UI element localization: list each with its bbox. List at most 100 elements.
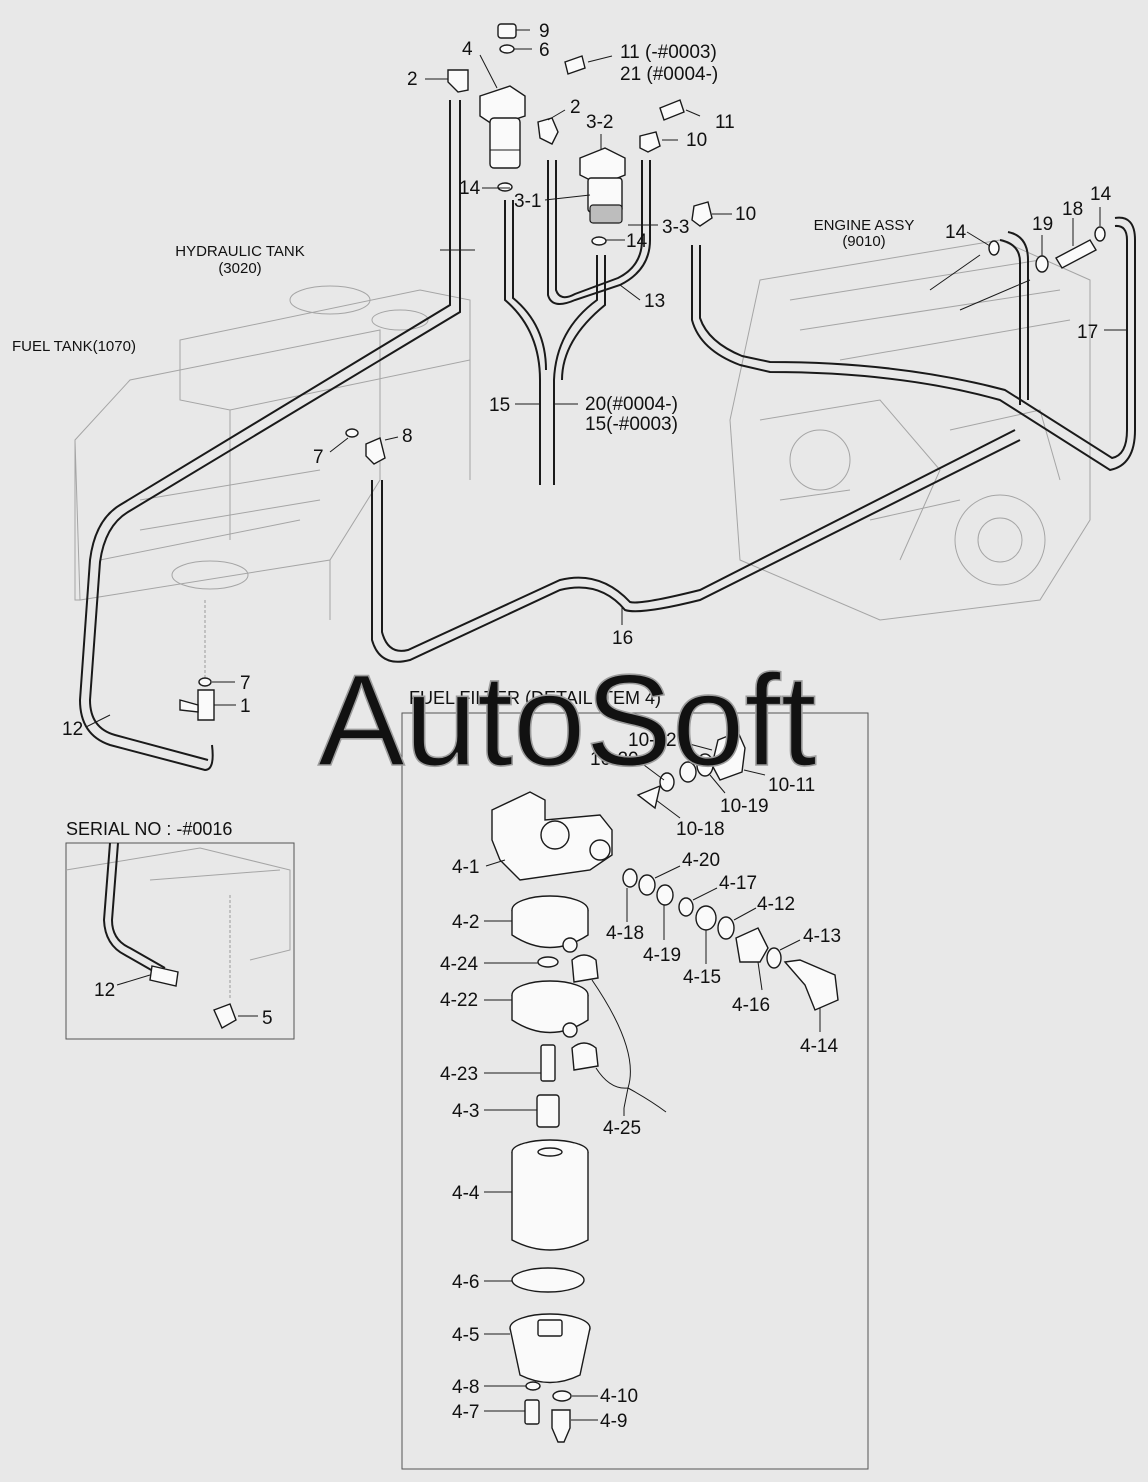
part-4-16 (735, 927, 769, 963)
label-4-18: 4-18 (606, 923, 644, 944)
label-12-inset: 12 (94, 980, 115, 1001)
label-6: 6 (539, 40, 550, 61)
part-4-20 (638, 874, 656, 896)
label-15-serial: 15(-#0003) (585, 414, 678, 435)
separator-3-2-head (579, 147, 626, 186)
label-18: 18 (1062, 199, 1083, 220)
serial-inset-frame (65, 842, 295, 1040)
label-hydraulic-tank-code: (3020) (218, 260, 261, 277)
label-10-20: 10-20 (590, 749, 639, 770)
label-4-20: 4-20 (682, 850, 720, 871)
part-4-9 (551, 1409, 571, 1443)
bolt-11 (659, 99, 685, 121)
label-4-13: 4-13 (803, 926, 841, 947)
part-10-12 (679, 761, 697, 783)
label-11-serial: 11 (-#0003) (620, 42, 717, 63)
part-4-24 (537, 956, 559, 968)
label-4-7: 4-7 (452, 1402, 479, 1423)
label-5: 5 (262, 1008, 273, 1029)
washer-19 (1035, 255, 1049, 273)
o-ring-7-upper (345, 428, 359, 438)
o-ring-14-c (988, 240, 1000, 256)
label-10-19: 10-19 (720, 796, 769, 817)
elbow-8 (365, 437, 386, 465)
label-3-1: 3-1 (514, 191, 541, 212)
label-4-17: 4-17 (719, 873, 757, 894)
label-4-6: 4-6 (452, 1272, 479, 1293)
part-10-20 (659, 772, 675, 792)
label-1: 1 (240, 696, 251, 717)
fuel-pipes (78, 100, 1136, 772)
watermark: AutoSoft (318, 647, 817, 793)
part-4-23 (540, 1044, 556, 1082)
part-10-18 (636, 784, 661, 810)
label-17: 17 (1077, 322, 1098, 343)
bolt-11-21 (564, 55, 586, 75)
label-16: 16 (612, 628, 633, 649)
label-12: 12 (62, 719, 83, 740)
serial-inset: SERIAL NO : -#0016 12 5 (65, 819, 295, 1040)
label-4-4: 4-4 (452, 1183, 480, 1204)
label-4: 4 (462, 39, 473, 60)
label-4-23: 4-23 (440, 1064, 478, 1085)
part-4-14 (783, 959, 839, 1011)
engine-assy-outline (729, 239, 1091, 621)
part-4-3 (536, 1094, 560, 1128)
label-4-15: 4-15 (683, 967, 721, 988)
label-13: 13 (644, 291, 665, 312)
label-7-lower: 7 (240, 673, 251, 694)
part-labels: 9 6 4 2 2 11 (-#0003) 21 (#0004-) 11 10 … (12, 21, 1112, 740)
label-2-right: 2 (570, 97, 581, 118)
label-8: 8 (402, 426, 413, 447)
label-4-19: 4-19 (643, 945, 681, 966)
part-4-19 (656, 884, 674, 906)
part-4-6-seal (511, 1267, 585, 1293)
label-10-11: 10-11 (768, 775, 815, 796)
hydraulic-tank-outline (179, 285, 471, 540)
label-3-2: 3-2 (586, 112, 613, 133)
elbow-5 (213, 1003, 237, 1029)
label-10-lower: 10 (735, 204, 756, 225)
label-14-d: 14 (1090, 184, 1112, 205)
part-4-13 (766, 947, 782, 969)
label-20: 20(#0004-) (585, 394, 678, 415)
label-9: 9 (539, 21, 550, 42)
detail-title: FUEL FILTER (DETAIL ITEM 4) (409, 688, 661, 708)
leader-lines (85, 29, 1127, 728)
label-4-10: 4-10 (600, 1386, 638, 1407)
fuel-tank-outline (74, 329, 381, 680)
label-fuel-tank: FUEL TANK(1070) (12, 338, 136, 355)
label-14-a: 14 (459, 178, 481, 199)
serial-title: SERIAL NO : -#0016 (66, 819, 232, 839)
label-14-c: 14 (945, 222, 967, 243)
separator-3-3-base (589, 204, 623, 224)
o-ring-6 (499, 44, 515, 54)
part-4-25-connector-a (571, 954, 599, 983)
fuel-filter-4-head (479, 85, 526, 127)
label-4-5: 4-5 (452, 1325, 479, 1346)
part-4-18 (622, 868, 638, 888)
fuel-filter-detail: FUEL FILTER (DETAIL ITEM 4) (401, 688, 869, 1470)
hose-end-12-inset (149, 965, 179, 987)
connector-18 (1055, 239, 1097, 269)
o-ring-7-lower (198, 677, 212, 687)
detail-frame (401, 712, 869, 1470)
part-4-8 (525, 1381, 541, 1391)
o-ring-14-b (591, 236, 607, 246)
label-4-3: 4-3 (452, 1101, 479, 1122)
elbow-2-left (447, 69, 469, 93)
label-engine-assy-code: (9010) (842, 233, 885, 250)
fuel-filter-4-bowl (489, 117, 521, 169)
label-engine-assy: ENGINE ASSY (814, 217, 915, 234)
part-4-7 (524, 1399, 540, 1425)
label-10-upper: 10 (686, 130, 707, 151)
label-4-12: 4-12 (757, 894, 795, 915)
part-4-25-connector-b (571, 1042, 599, 1071)
label-14-b: 14 (626, 231, 648, 252)
label-15: 15 (489, 395, 510, 416)
o-ring-14-d (1094, 226, 1106, 242)
part-4-17 (678, 897, 694, 917)
label-2-left: 2 (407, 69, 418, 90)
part-4-12 (717, 916, 735, 940)
